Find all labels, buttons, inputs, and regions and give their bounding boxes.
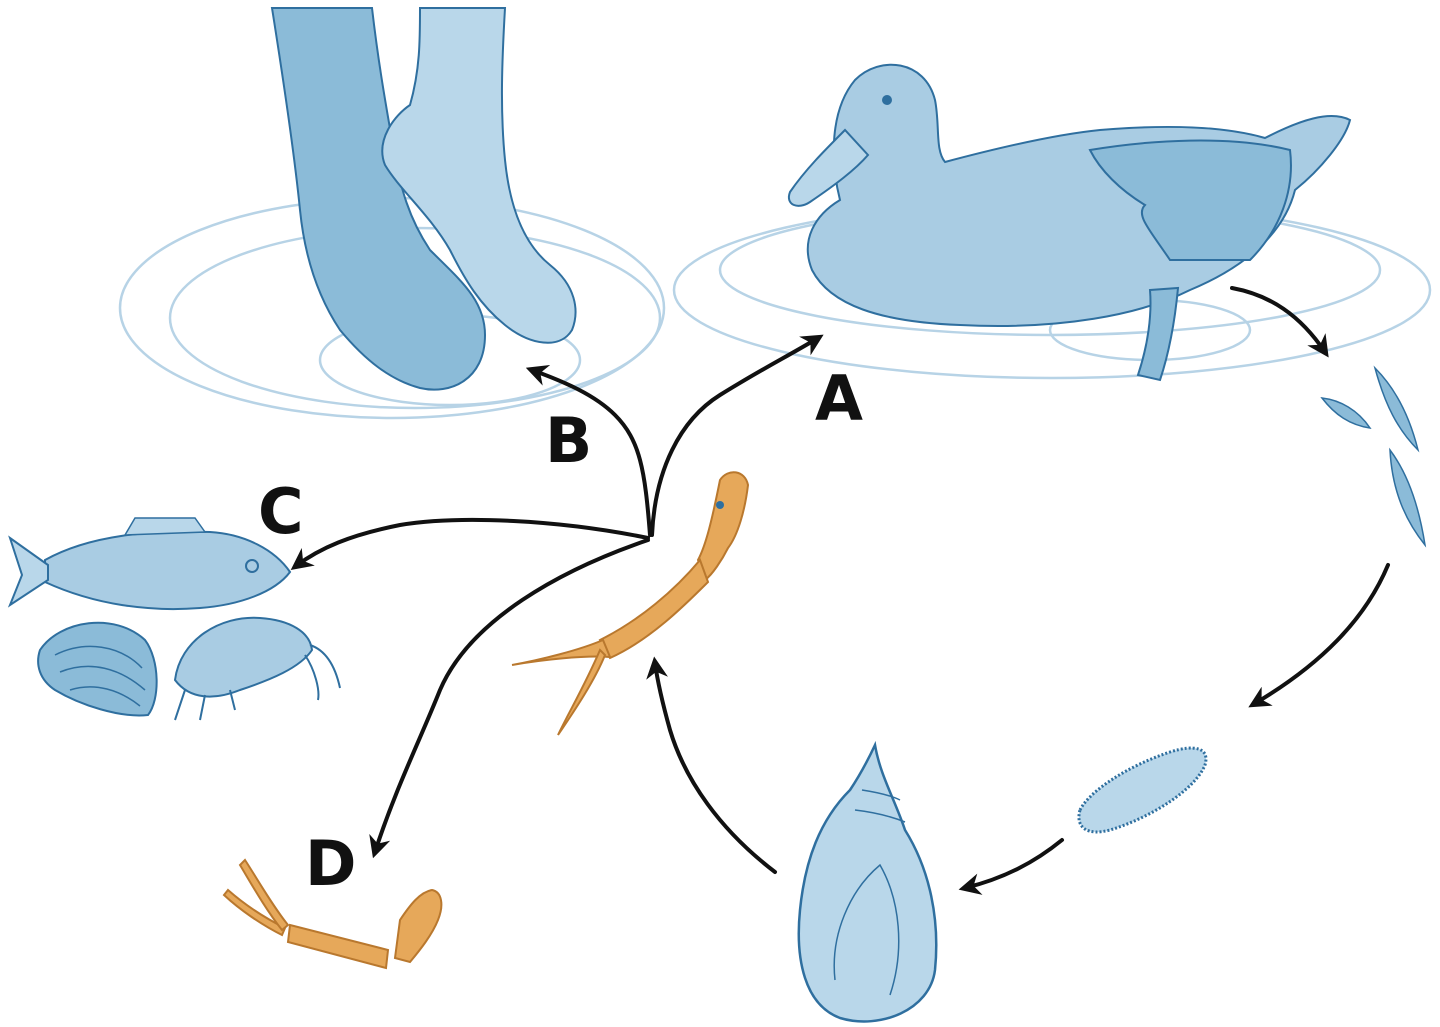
arrow-to-d xyxy=(375,540,648,852)
miracidia-icon xyxy=(1322,368,1425,545)
clam-icon xyxy=(38,623,157,716)
duck-eye xyxy=(882,95,892,105)
arrow-miracidia-to-egg xyxy=(1254,565,1388,704)
snail-icon xyxy=(799,745,936,1021)
fish-icon xyxy=(10,518,290,609)
cercaria-icon xyxy=(512,472,748,735)
human-legs-icon xyxy=(120,8,664,418)
duck-icon xyxy=(674,65,1430,380)
arrow-egg-to-snail xyxy=(965,840,1062,888)
label-c: C xyxy=(258,475,304,548)
arrow-snail-to-cercaria xyxy=(655,663,775,872)
egg-icon xyxy=(1079,748,1206,832)
label-d: D xyxy=(305,827,356,900)
label-a: A xyxy=(815,362,863,435)
label-b: B xyxy=(545,404,592,477)
amphipod-icon xyxy=(175,618,340,720)
